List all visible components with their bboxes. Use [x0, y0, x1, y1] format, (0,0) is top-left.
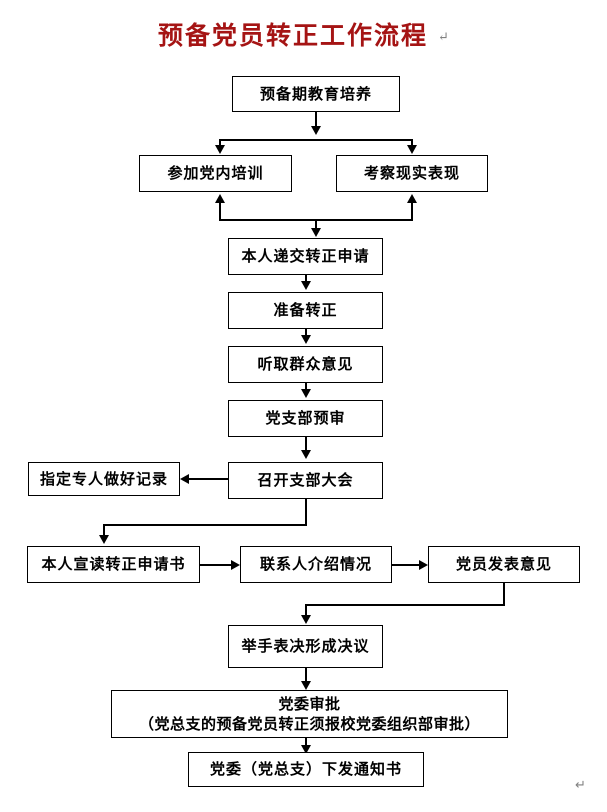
- edge-n6-to-n7: [305, 383, 307, 392]
- node-party-committee-approval-line2: （党总支的预备党员转正须报校党委组织部审批）: [138, 715, 480, 733]
- edge-n4-to-n3-arrowhead: [407, 194, 417, 203]
- node-issue-notification[interactable]: 党委（党总支）下发通知书: [188, 752, 424, 787]
- page-title: 预备党员转正工作流程 ↵: [0, 16, 607, 52]
- edge-n14-to-n15-arrowhead: [301, 745, 311, 754]
- edge-n12-drop: [503, 583, 505, 605]
- edge-n12-to-n13-jog: [305, 604, 505, 606]
- paragraph-mark-icon: ↵: [438, 30, 449, 45]
- node-observe-actual-performance[interactable]: 考察现实表现: [336, 155, 488, 192]
- edge-n1-to-n3-drop: [411, 139, 413, 147]
- edge-n6-to-n7-arrowhead: [301, 389, 311, 398]
- page-title-text: 预备党员转正工作流程: [158, 21, 429, 50]
- node-members-express-opinions[interactable]: 党员发表意见: [428, 546, 580, 583]
- edge-n4-to-n5-arrowhead: [301, 281, 311, 290]
- node-contact-person-introduction[interactable]: 联系人介绍情况: [240, 546, 392, 583]
- edge-n4-to-n3-rise: [411, 203, 413, 221]
- edge-n1-to-n2-drop: [219, 139, 221, 147]
- node-preparatory-education[interactable]: 预备期教育培养: [232, 76, 400, 112]
- edge-n5-to-n6: [305, 329, 307, 338]
- edge-n4-to-n2-arrowhead: [215, 194, 225, 203]
- edge-n12-to-n13-arrowhead: [301, 615, 311, 624]
- edge-n11-to-n12-arrowhead: [419, 560, 428, 570]
- node-gather-public-opinion[interactable]: 听取群众意见: [228, 346, 383, 383]
- edge-n8-to-n10-drop: [103, 524, 105, 538]
- edge-n5-to-n6-arrowhead: [301, 335, 311, 344]
- edge-n10-to-n11-arrowhead: [231, 560, 240, 570]
- edge-n1-to-n2-arrowhead: [215, 145, 225, 154]
- edge-n4-to-n2-rise: [219, 203, 221, 221]
- node-prepare-for-full-membership[interactable]: 准备转正: [228, 292, 383, 329]
- edge-n13-to-n14: [305, 668, 307, 685]
- node-submit-application[interactable]: 本人递交转正申请: [228, 238, 383, 275]
- edge-n8-to-n9-arrowhead: [180, 474, 189, 484]
- edge-n14-to-n15: [305, 738, 307, 750]
- edge-n7-to-n8: [305, 437, 307, 454]
- edge-n8-to-n10-arrowhead: [99, 535, 109, 544]
- edge-n1-to-n3-arrowhead: [407, 145, 417, 154]
- edge-n1-split-bar: [219, 139, 413, 141]
- edge-n13-to-n14-arrowhead: [301, 681, 311, 690]
- edge-n12-to-n13-drop: [305, 604, 307, 618]
- node-attend-party-training[interactable]: 参加党内培训: [139, 155, 292, 192]
- edge-merge-to-n4-arrowhead: [311, 228, 321, 237]
- node-party-committee-approval[interactable]: 党委审批 （党总支的预备党员转正须报校党委组织部审批）: [111, 690, 508, 738]
- edge-n8-drop: [305, 499, 307, 525]
- node-convene-branch-meeting[interactable]: 召开支部大会: [228, 462, 383, 499]
- edge-n1-stem: [315, 112, 317, 129]
- edge-n10-to-n11: [200, 564, 231, 566]
- edge-n4-to-n5: [305, 275, 307, 284]
- edge-n8-to-n9: [189, 478, 228, 480]
- node-read-application-aloud[interactable]: 本人宣读转正申请书: [27, 546, 200, 583]
- edge-merge-to-n4-stem: [315, 219, 317, 231]
- edge-n7-to-n8-arrowhead: [301, 450, 311, 459]
- node-party-committee-approval-line1: 党委审批: [278, 694, 341, 713]
- paragraph-mark-bottom-icon: ↵: [575, 778, 586, 793]
- edge-n8-to-n10-jog: [103, 524, 307, 526]
- node-assign-recorder[interactable]: 指定专人做好记录: [28, 462, 180, 496]
- node-show-of-hands-resolution[interactable]: 举手表决形成决议: [228, 625, 383, 668]
- edge-n11-to-n12: [392, 564, 419, 566]
- node-branch-preliminary-review[interactable]: 党支部预审: [228, 400, 383, 437]
- edge-n1-stem-arrowhead: [311, 126, 321, 135]
